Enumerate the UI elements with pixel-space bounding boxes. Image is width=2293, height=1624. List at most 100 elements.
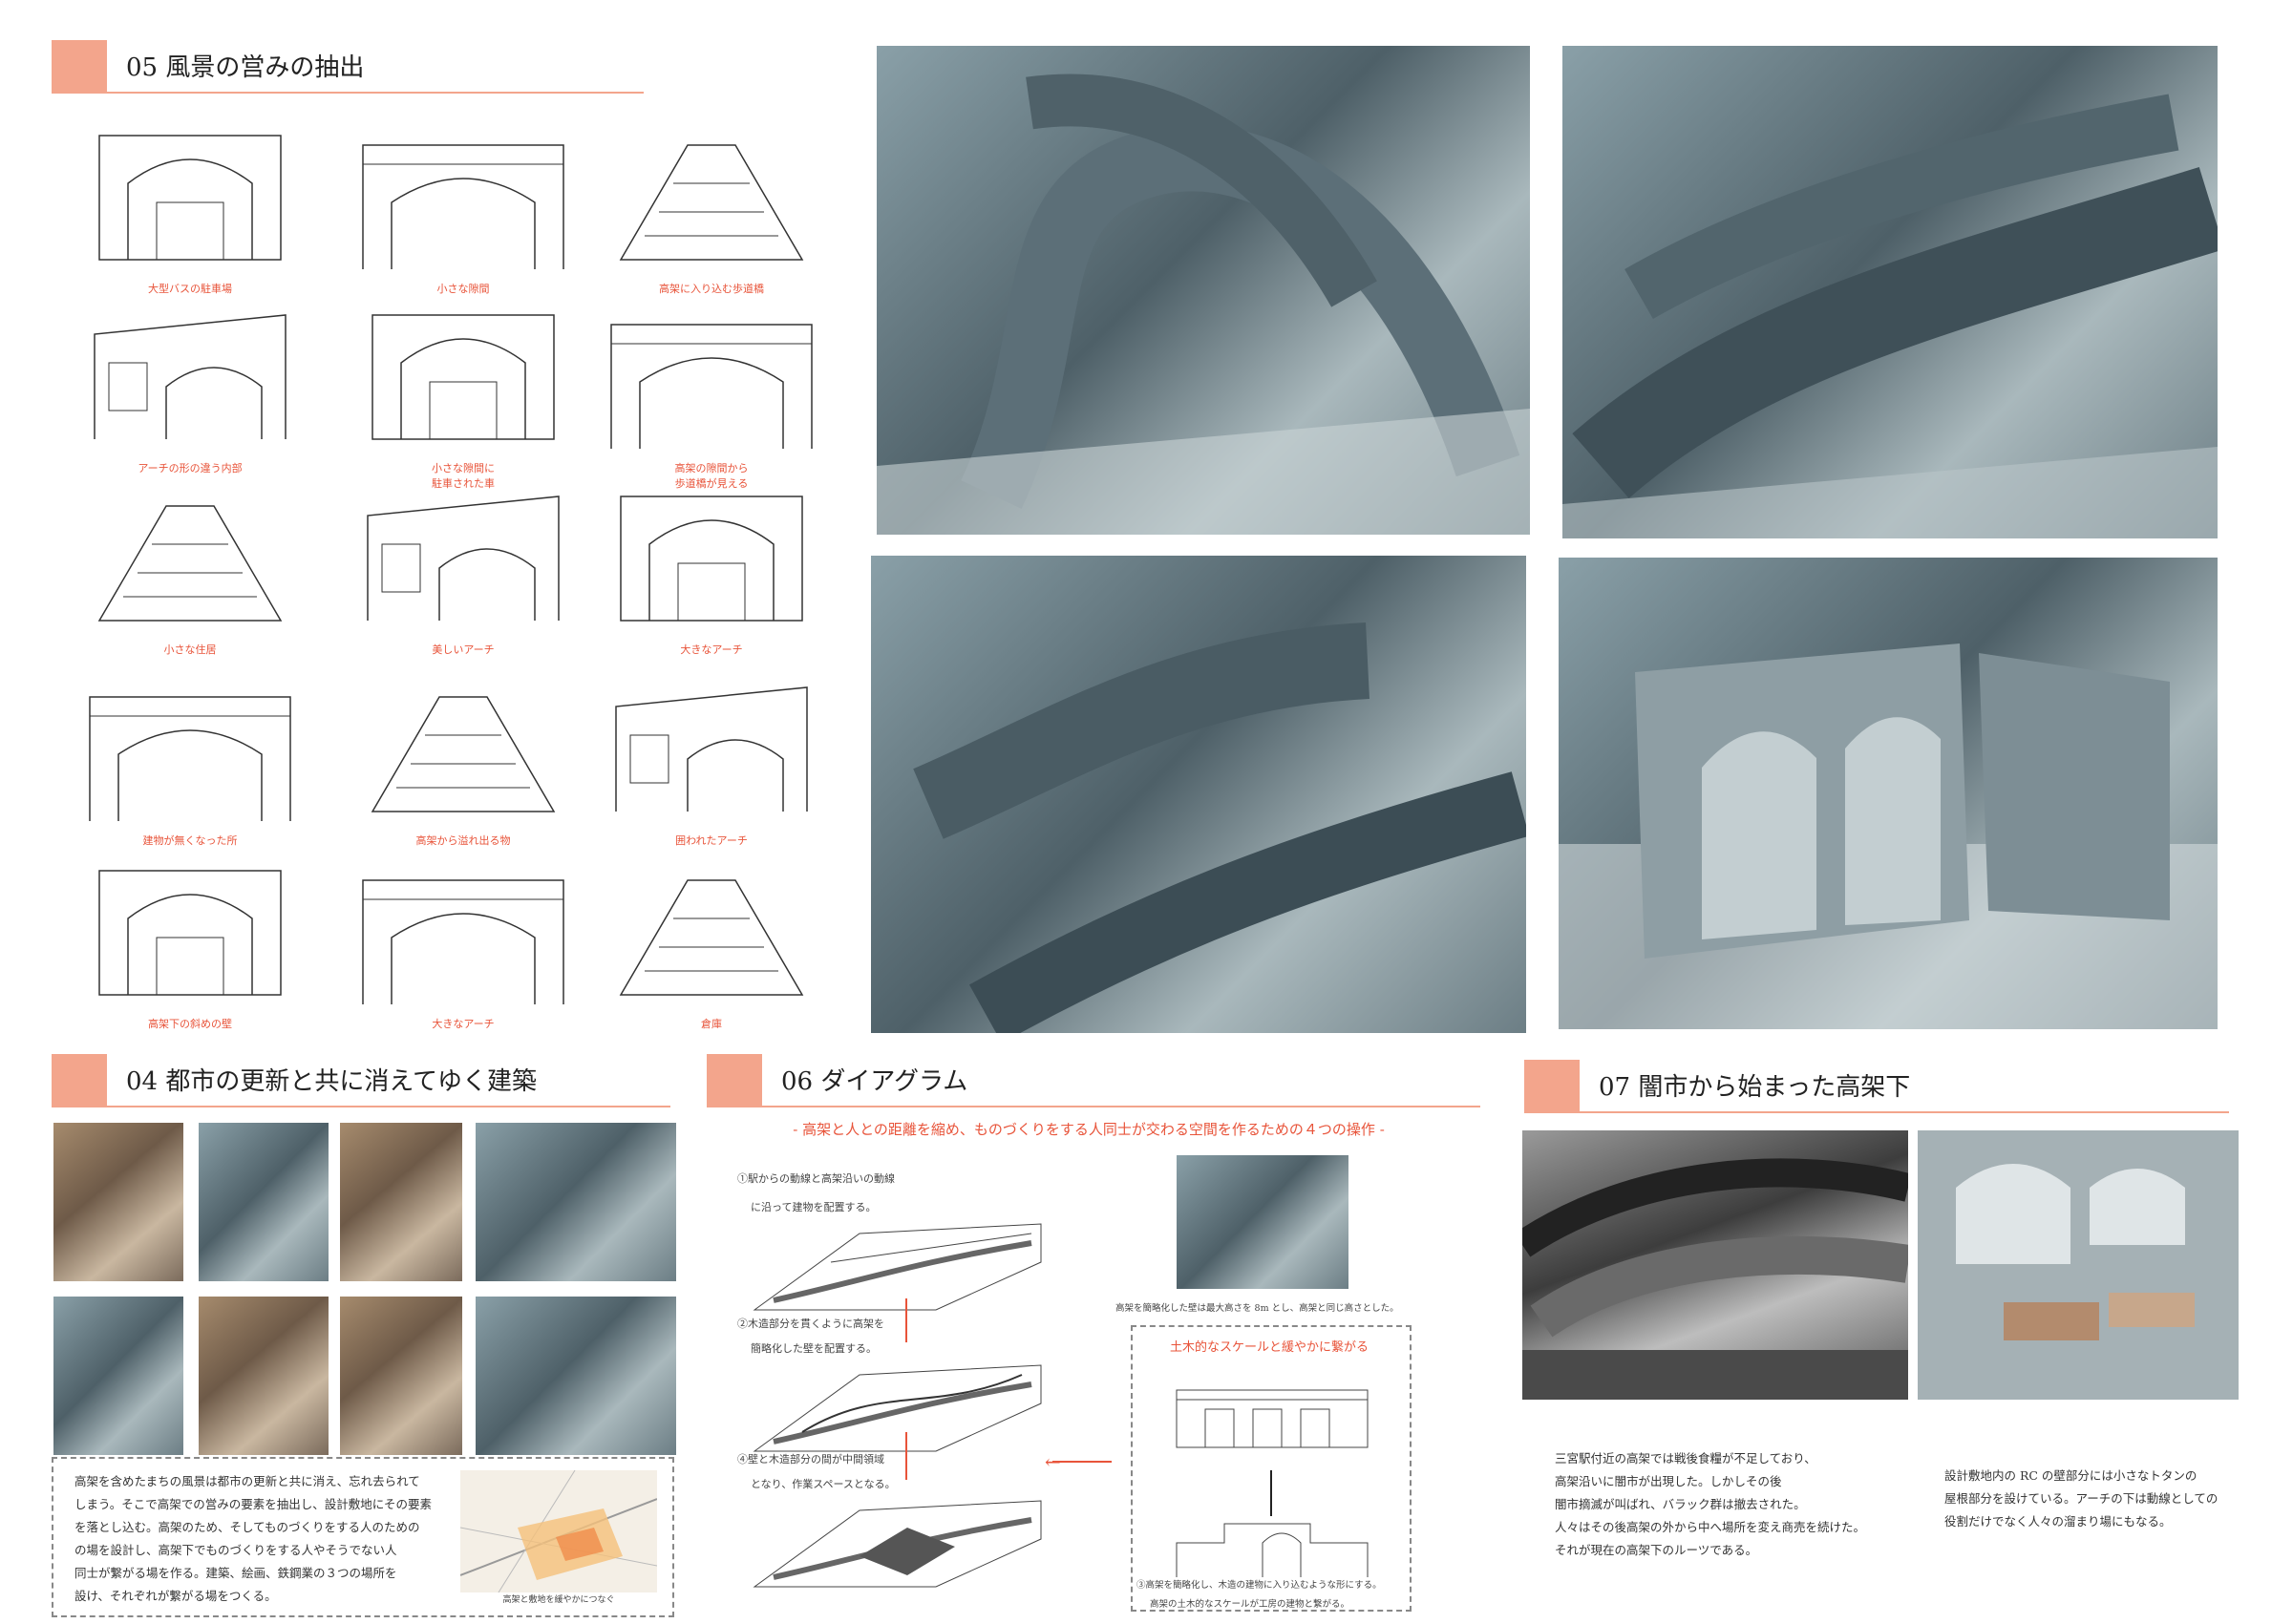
sketch-drawing	[619, 144, 804, 261]
sketch-item: 小さな住居	[80, 477, 300, 659]
site-map-caption: 高架と敷地を緩やかにつなぐ	[502, 1595, 615, 1605]
civil-scale-title: 土木的なスケールと緩やかに繋がる	[1169, 1340, 1369, 1355]
section-06-subtitle: - 高架と人との距離を縮め、ものづくりをする人同士が交わる空間を作るための４つの…	[793, 1121, 1385, 1138]
sketch-item: 建物が無くなった所	[80, 668, 300, 850]
disappearing-building-photo	[53, 1123, 183, 1281]
s07-left-line-4: 人々はその後高架の外から中へ場所を変え商売を続けた。	[1555, 1520, 1866, 1534]
step-2-line-1: ②木造部分を貫くように高架を	[737, 1318, 884, 1330]
sketch-caption: 大きなアーチ	[432, 1018, 495, 1030]
section-06-title: 06 ダイアグラム	[781, 1067, 968, 1096]
left-arrow	[1052, 1461, 1112, 1463]
model-photo-3	[871, 556, 1526, 1033]
section-04-marker	[52, 1054, 107, 1107]
step-4-line-2: となり、作業スペースとなる。	[751, 1478, 896, 1490]
sketch-drawing	[98, 870, 282, 996]
sketch-drawing	[619, 879, 804, 996]
civil-scale-diagram-top	[1167, 1371, 1377, 1451]
sketch-drawing	[372, 314, 555, 440]
sketch-item: 高架に入り込む歩道橋	[602, 116, 821, 298]
step-arrow-2	[905, 1432, 907, 1480]
sketch-caption: 囲われたアーチ	[675, 834, 748, 847]
sketch-drawing	[620, 496, 803, 622]
sketch-drawing	[98, 135, 282, 261]
sketch-item: 高架から溢れ出る物	[353, 668, 573, 850]
civil-scale-box	[1131, 1325, 1412, 1612]
arch-model-photo	[1918, 1130, 2239, 1400]
step-2-line-2: 簡略化した壁を配置する。	[751, 1342, 877, 1355]
section-04-header: 04 都市の更新と共に消えてゆく建築	[52, 1054, 670, 1107]
sketch-caption: 小さな隙間	[436, 283, 490, 295]
sketch-item: 大きなアーチ	[353, 852, 573, 1033]
civil-scale-diagram-bottom	[1167, 1514, 1377, 1577]
sketch-caption: 大きなアーチ	[680, 643, 743, 656]
site-map	[460, 1470, 657, 1592]
civil-scale-caption-2: 高架の土木的なスケールが工房の建物と繋がる。	[1150, 1599, 1350, 1610]
sketch-caption: 美しいアーチ	[432, 643, 495, 656]
sketch-caption: 小さな隙間に 駐車された車	[432, 462, 495, 490]
step-1-line-2: に沿って建物を配置する。	[751, 1201, 877, 1213]
sketch-drawing	[610, 324, 813, 449]
sketch-item: 囲われたアーチ	[602, 668, 821, 850]
sketch-item: 倉庫	[602, 852, 821, 1033]
disappearing-building-photo	[53, 1297, 183, 1455]
sketch-drawing	[367, 496, 560, 621]
sketch-drawing	[362, 144, 564, 269]
section-04-title: 04 都市の更新と共に消えてゆく建築	[126, 1067, 538, 1096]
s07-right-line-3: 役割だけでなく人々の溜まり場にもなる。	[1944, 1514, 2172, 1529]
sketch-caption: 建物が無くなった所	[142, 834, 238, 847]
sketch-caption: 高架の隙間から 歩道橋が見える	[674, 462, 749, 490]
sketch-caption: 高架から溢れ出る物	[415, 834, 511, 847]
sketch-item: 美しいアーチ	[353, 477, 573, 659]
sketch-item: 高架下の斜めの壁	[80, 852, 300, 1033]
section-06-marker	[707, 1054, 762, 1107]
sketch-caption: 高架下の斜めの壁	[148, 1018, 232, 1030]
section-05-title: 05 風景の営みの抽出	[126, 53, 365, 82]
sketch-item: 小さな隙間	[353, 116, 573, 298]
sketch-drawing	[97, 505, 283, 622]
disappearing-building-photo	[476, 1123, 676, 1281]
s04-line-4: の場を設計し、高架下でものづくりをする人やそうでない人	[74, 1543, 397, 1557]
sketch-item: アーチの形の違う内部	[80, 296, 300, 477]
section-05-header: 05 風景の営みの抽出	[52, 40, 644, 94]
sketch-drawing	[615, 686, 808, 812]
section-06-header: 06 ダイアグラム	[707, 1054, 1480, 1107]
sketch-drawing	[371, 696, 556, 812]
s04-paragraph: 高架を含めたまちの風景は都市の更新と共に消え、忘れ去られて しまう。そこで高架で…	[74, 1470, 456, 1608]
sketch-caption: 大型バスの駐車場	[148, 283, 232, 295]
s04-line-6: 設け、それぞれが繋がる場をつくる。	[74, 1589, 277, 1603]
left-arrow-head: ←	[1045, 1450, 1061, 1473]
civil-scale-caption-1: ③高架を簡略化し、木造の建物に入り込むような形にする。	[1136, 1580, 1382, 1591]
disappearing-building-photo	[340, 1123, 462, 1281]
section-07-marker	[1524, 1060, 1580, 1113]
down-arrow	[1270, 1470, 1272, 1516]
black-market-photo	[1522, 1130, 1908, 1400]
step-arrow-1	[905, 1298, 907, 1342]
sketch-item: 小さな隙間に 駐車された車	[353, 296, 573, 490]
s04-line-1: 高架を含めたまちの風景は都市の更新と共に消え、忘れ去られて	[74, 1474, 420, 1488]
diagram-model-photo	[1177, 1155, 1348, 1289]
s04-line-5: 同士が繋がる場を作る。建築、絵画、鉄鋼業の３つの場所を	[74, 1566, 397, 1580]
sketch-caption: 高架に入り込む歩道橋	[659, 283, 764, 295]
sketch-item: 高架の隙間から 歩道橋が見える	[602, 296, 821, 490]
disappearing-building-photo	[340, 1297, 462, 1455]
section-07-header: 07 闇市から始まった高架下	[1524, 1060, 2229, 1113]
s07-left-line-1: 三宮駅付近の高架では戦後食糧が不足しており、	[1555, 1451, 1816, 1466]
s07-right-paragraph: 設計敷地内の RC の壁部分には小さなトタンの 屋根部分を設けている。アーチの下…	[1944, 1465, 2231, 1533]
s04-line-3: を落とし込む。高架のため、そしてものづくりをする人のための	[74, 1520, 420, 1534]
step-1-line-1: ①駅からの動線と高架沿いの動線	[737, 1172, 895, 1185]
sketch-drawing	[89, 696, 291, 821]
sketch-item: 大きなアーチ	[602, 477, 821, 659]
s07-left-line-3: 闇市摘滅が叫ばれ、バラック群は撤去された。	[1555, 1497, 1806, 1511]
sketch-item: 大型バスの駐車場	[80, 116, 300, 298]
section-05-marker	[52, 40, 107, 94]
model-photo-1	[877, 46, 1530, 535]
section-07-title: 07 闇市から始まった高架下	[1599, 1073, 1911, 1102]
diagram-step-4	[745, 1489, 1051, 1596]
diagram-step-2	[745, 1356, 1051, 1461]
step-4-line-1: ④壁と木造部分の間が中間領域	[737, 1453, 884, 1466]
s04-line-2: しまう。そこで高架での営みの要素を抽出し、設計敷地にその要素	[74, 1497, 433, 1511]
sketch-caption: 小さな住居	[163, 643, 217, 656]
s07-left-line-5: それが現在の高架下のルーツである。	[1555, 1543, 1758, 1557]
s07-right-line-1: 設計敷地内の RC の壁部分には小さなトタンの	[1944, 1468, 2197, 1483]
model-photo-2	[1562, 46, 2218, 538]
